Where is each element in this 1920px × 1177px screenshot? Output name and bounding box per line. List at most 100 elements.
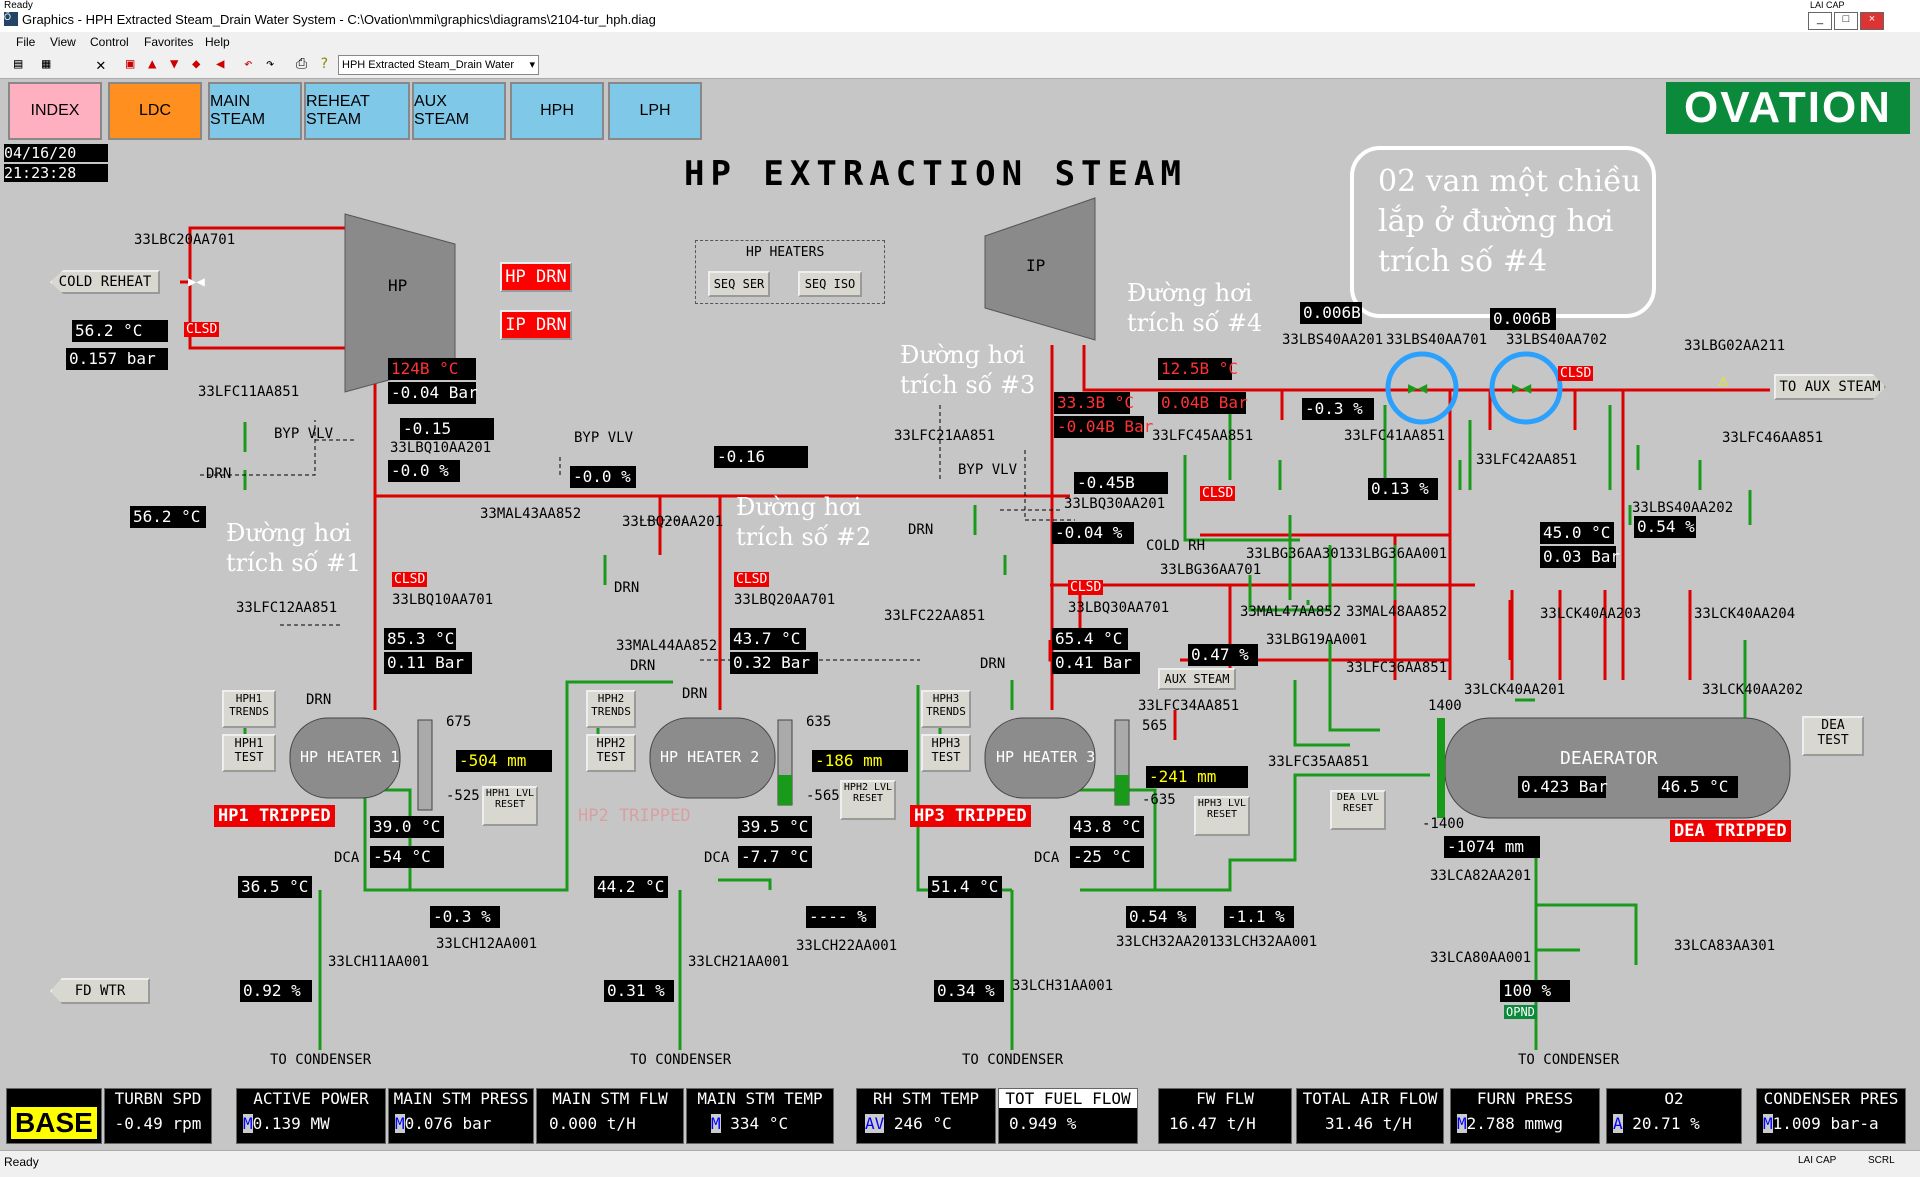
callout-line1: 02 van một chiều xyxy=(1378,164,1641,199)
cold-reheat-button[interactable]: COLD REHEAT xyxy=(50,270,160,294)
stop-icon[interactable]: ▣ xyxy=(126,56,135,72)
diamond-icon[interactable]: ◆ xyxy=(192,56,201,72)
dp-box-3: -0.45B xyxy=(1074,472,1168,494)
bottom-value: 20.71 % xyxy=(1632,1114,1700,1133)
dp-box-1: -0.15 xyxy=(400,418,494,440)
forward-icon[interactable]: ↷ xyxy=(266,56,275,72)
dp-box-2: -0.16 xyxy=(714,446,808,468)
hph3-trends-button[interactable]: HPH3 TRENDS xyxy=(921,690,971,728)
minimize-button[interactable]: _ xyxy=(1808,12,1832,30)
check-valve-icon[interactable]: ▶◀ xyxy=(188,274,205,290)
check-valve-702-icon[interactable]: ▶◀ xyxy=(1512,378,1532,397)
ip-ext-temp: 33.3B °C xyxy=(1054,392,1134,414)
tag-33lfc45aa851: 33LFC45AA851 xyxy=(1152,428,1254,444)
tag-33lfc41aa851: 33LFC41AA851 xyxy=(1344,428,1446,444)
hph1-lvl-reset-button[interactable]: HPH1 LVL RESET xyxy=(482,786,538,826)
lbs40aa202-pos: 0.54 % xyxy=(1634,516,1696,538)
hph2-test-button[interactable]: HPH2 TEST xyxy=(586,734,636,772)
nav-ldc-button[interactable]: LDC xyxy=(108,82,202,140)
bottom-label: TOT FUEL FLOW xyxy=(999,1089,1137,1108)
hph1-trends-button[interactable]: HPH1 TRENDS xyxy=(222,690,276,728)
bottom-prefix: A xyxy=(1613,1114,1623,1133)
base-badge: BASE xyxy=(11,1107,97,1139)
toolbar: ▤ ▦ ✕ ▣ ▲ ▼ ◆ ◀ ↶ ↷ ⎙ ? HPH Extracted St… xyxy=(0,52,1920,79)
hph2-trends-button[interactable]: HPH2 TRENDS xyxy=(586,690,636,728)
fd-wtr-button[interactable]: FD WTR xyxy=(50,978,150,1004)
tag-33lfc34aa851: 33LFC34AA851 xyxy=(1138,698,1240,714)
arrow-down-icon[interactable]: ▼ xyxy=(170,56,179,72)
close-icon[interactable]: ✕ xyxy=(96,55,106,74)
nav-aux-steam-button[interactable]: AUX STEAM xyxy=(412,82,506,140)
hph1-temp: 85.3 °C xyxy=(384,628,456,650)
tag-33lbq30aa701: 33LBQ30AA701 xyxy=(1068,600,1170,616)
printer-icon[interactable]: ⎙ xyxy=(296,56,308,72)
arrow-left-icon[interactable]: ◀ xyxy=(216,56,225,72)
bottom-value-row: AV 246 °C xyxy=(857,1114,995,1133)
dca-label-2: DCA xyxy=(704,850,730,866)
bottom-value-row: M 334 °C xyxy=(687,1114,833,1133)
tag-33lfc11aa851: 33LFC11AA851 xyxy=(198,384,300,400)
tag-33lck40aa204: 33LCK40AA204 xyxy=(1694,606,1796,622)
nav-lph-button[interactable]: LPH xyxy=(608,82,702,140)
tag-33mal48aa852: 33MAL48AA852 xyxy=(1346,604,1448,620)
byp-vlv-pos-3: -0.04 % xyxy=(1052,522,1134,544)
ip-drn-button[interactable]: IP DRN xyxy=(500,310,572,340)
menu-help[interactable]: Help xyxy=(205,35,230,49)
nav-index-button[interactable]: INDEX xyxy=(8,82,102,140)
bottom-label: ACTIVE POWER xyxy=(253,1089,369,1108)
open-icon[interactable]: ▤ xyxy=(14,56,23,72)
menu-control[interactable]: Control xyxy=(90,35,129,49)
check-valve-701-icon[interactable]: ▶◀ xyxy=(1408,378,1428,397)
hp1-tripped-badge: HP1 TRIPPED xyxy=(214,805,335,827)
maximize-button[interactable]: □ xyxy=(1834,12,1858,30)
hph2-lvl-reset-button[interactable]: HPH2 LVL RESET xyxy=(840,780,896,820)
tag-33lbq20aa201: 33LBQ20AA201 xyxy=(622,514,724,530)
bottom-label: O2 xyxy=(1664,1089,1684,1108)
hph3-test-button[interactable]: HPH3 TEST xyxy=(921,734,971,772)
tag-33lbg36aa701: 33LBG36AA701 xyxy=(1160,562,1262,578)
dea-lvl-reset-button[interactable]: DEA LVL RESET xyxy=(1330,790,1386,830)
diagram-combo[interactable]: HPH Extracted Steam_Drain Water▾ xyxy=(338,55,539,75)
hp-drn-button[interactable]: HP DRN xyxy=(500,262,572,292)
menu-file[interactable]: File xyxy=(16,35,36,49)
hph1-test-button[interactable]: HPH1 TEST xyxy=(222,734,276,772)
seq-iso-button[interactable]: SEQ ISO xyxy=(798,271,862,297)
bottom-value: 16.47 t/H xyxy=(1169,1114,1256,1133)
menu-favorites[interactable]: Favorites xyxy=(144,35,194,49)
dea-test-button[interactable]: DEA TEST xyxy=(1802,716,1864,756)
hph2-press: 0.32 Bar xyxy=(730,652,818,674)
hph3-lvl-reset-button[interactable]: HPH3 LVL RESET xyxy=(1194,796,1250,836)
bottom-prefix: M xyxy=(1763,1114,1773,1133)
lbs40aa202-temp: 45.0 °C xyxy=(1540,522,1614,544)
nav-reheat-steam-button[interactable]: REHEAT STEAM xyxy=(304,82,410,140)
menu-view[interactable]: View xyxy=(50,35,76,49)
close-button[interactable]: × xyxy=(1860,12,1884,30)
tag-33lbc20aa701: 33LBC20AA701 xyxy=(134,232,236,248)
tag-33lck40aa203: 33LCK40AA203 xyxy=(1540,606,1642,622)
tag-33lbg36aa001: 33LBG36AA001 xyxy=(1346,546,1448,562)
lca80-pos: 100 % xyxy=(1500,980,1570,1002)
help-icon[interactable]: ? xyxy=(320,56,329,72)
to-condenser-2: TO CONDENSER xyxy=(630,1052,732,1068)
print-icon[interactable]: ▦ xyxy=(42,56,51,72)
tag-33lck40aa202: 33LCK40AA202 xyxy=(1702,682,1804,698)
clsd-badge-2: CLSD xyxy=(392,572,428,587)
hph3-dca-temp: -25 °C xyxy=(1070,846,1144,868)
seq-ser-button[interactable]: SEQ SER xyxy=(708,271,770,297)
nav-hph-button[interactable]: HPH xyxy=(510,82,604,140)
to-aux-steam-button[interactable]: TO AUX STEAM xyxy=(1774,374,1886,400)
combo-value: HPH Extracted Steam_Drain Water xyxy=(342,59,514,71)
topright-text: LAI CAP xyxy=(1810,0,1845,10)
tag-33lch12aa001: 33LCH12AA001 xyxy=(436,936,538,952)
tag-33lbq10aa201: 33LBQ10AA201 xyxy=(390,440,492,456)
back-icon[interactable]: ↶ xyxy=(244,56,253,72)
nav-main-steam-button[interactable]: MAIN STEAM xyxy=(208,82,302,140)
tag-33lbq10aa701: 33LBQ10AA701 xyxy=(392,592,494,608)
ovation-logo: OVATION xyxy=(1666,82,1910,134)
bottom-value-row: M0.076 bar xyxy=(389,1114,533,1133)
heater1-shape xyxy=(289,717,401,799)
aux-steam-button[interactable]: AUX STEAM xyxy=(1158,668,1236,690)
arrow-up-icon[interactable]: ▲ xyxy=(148,56,157,72)
bottom-value: 0.076 bar xyxy=(404,1114,492,1133)
